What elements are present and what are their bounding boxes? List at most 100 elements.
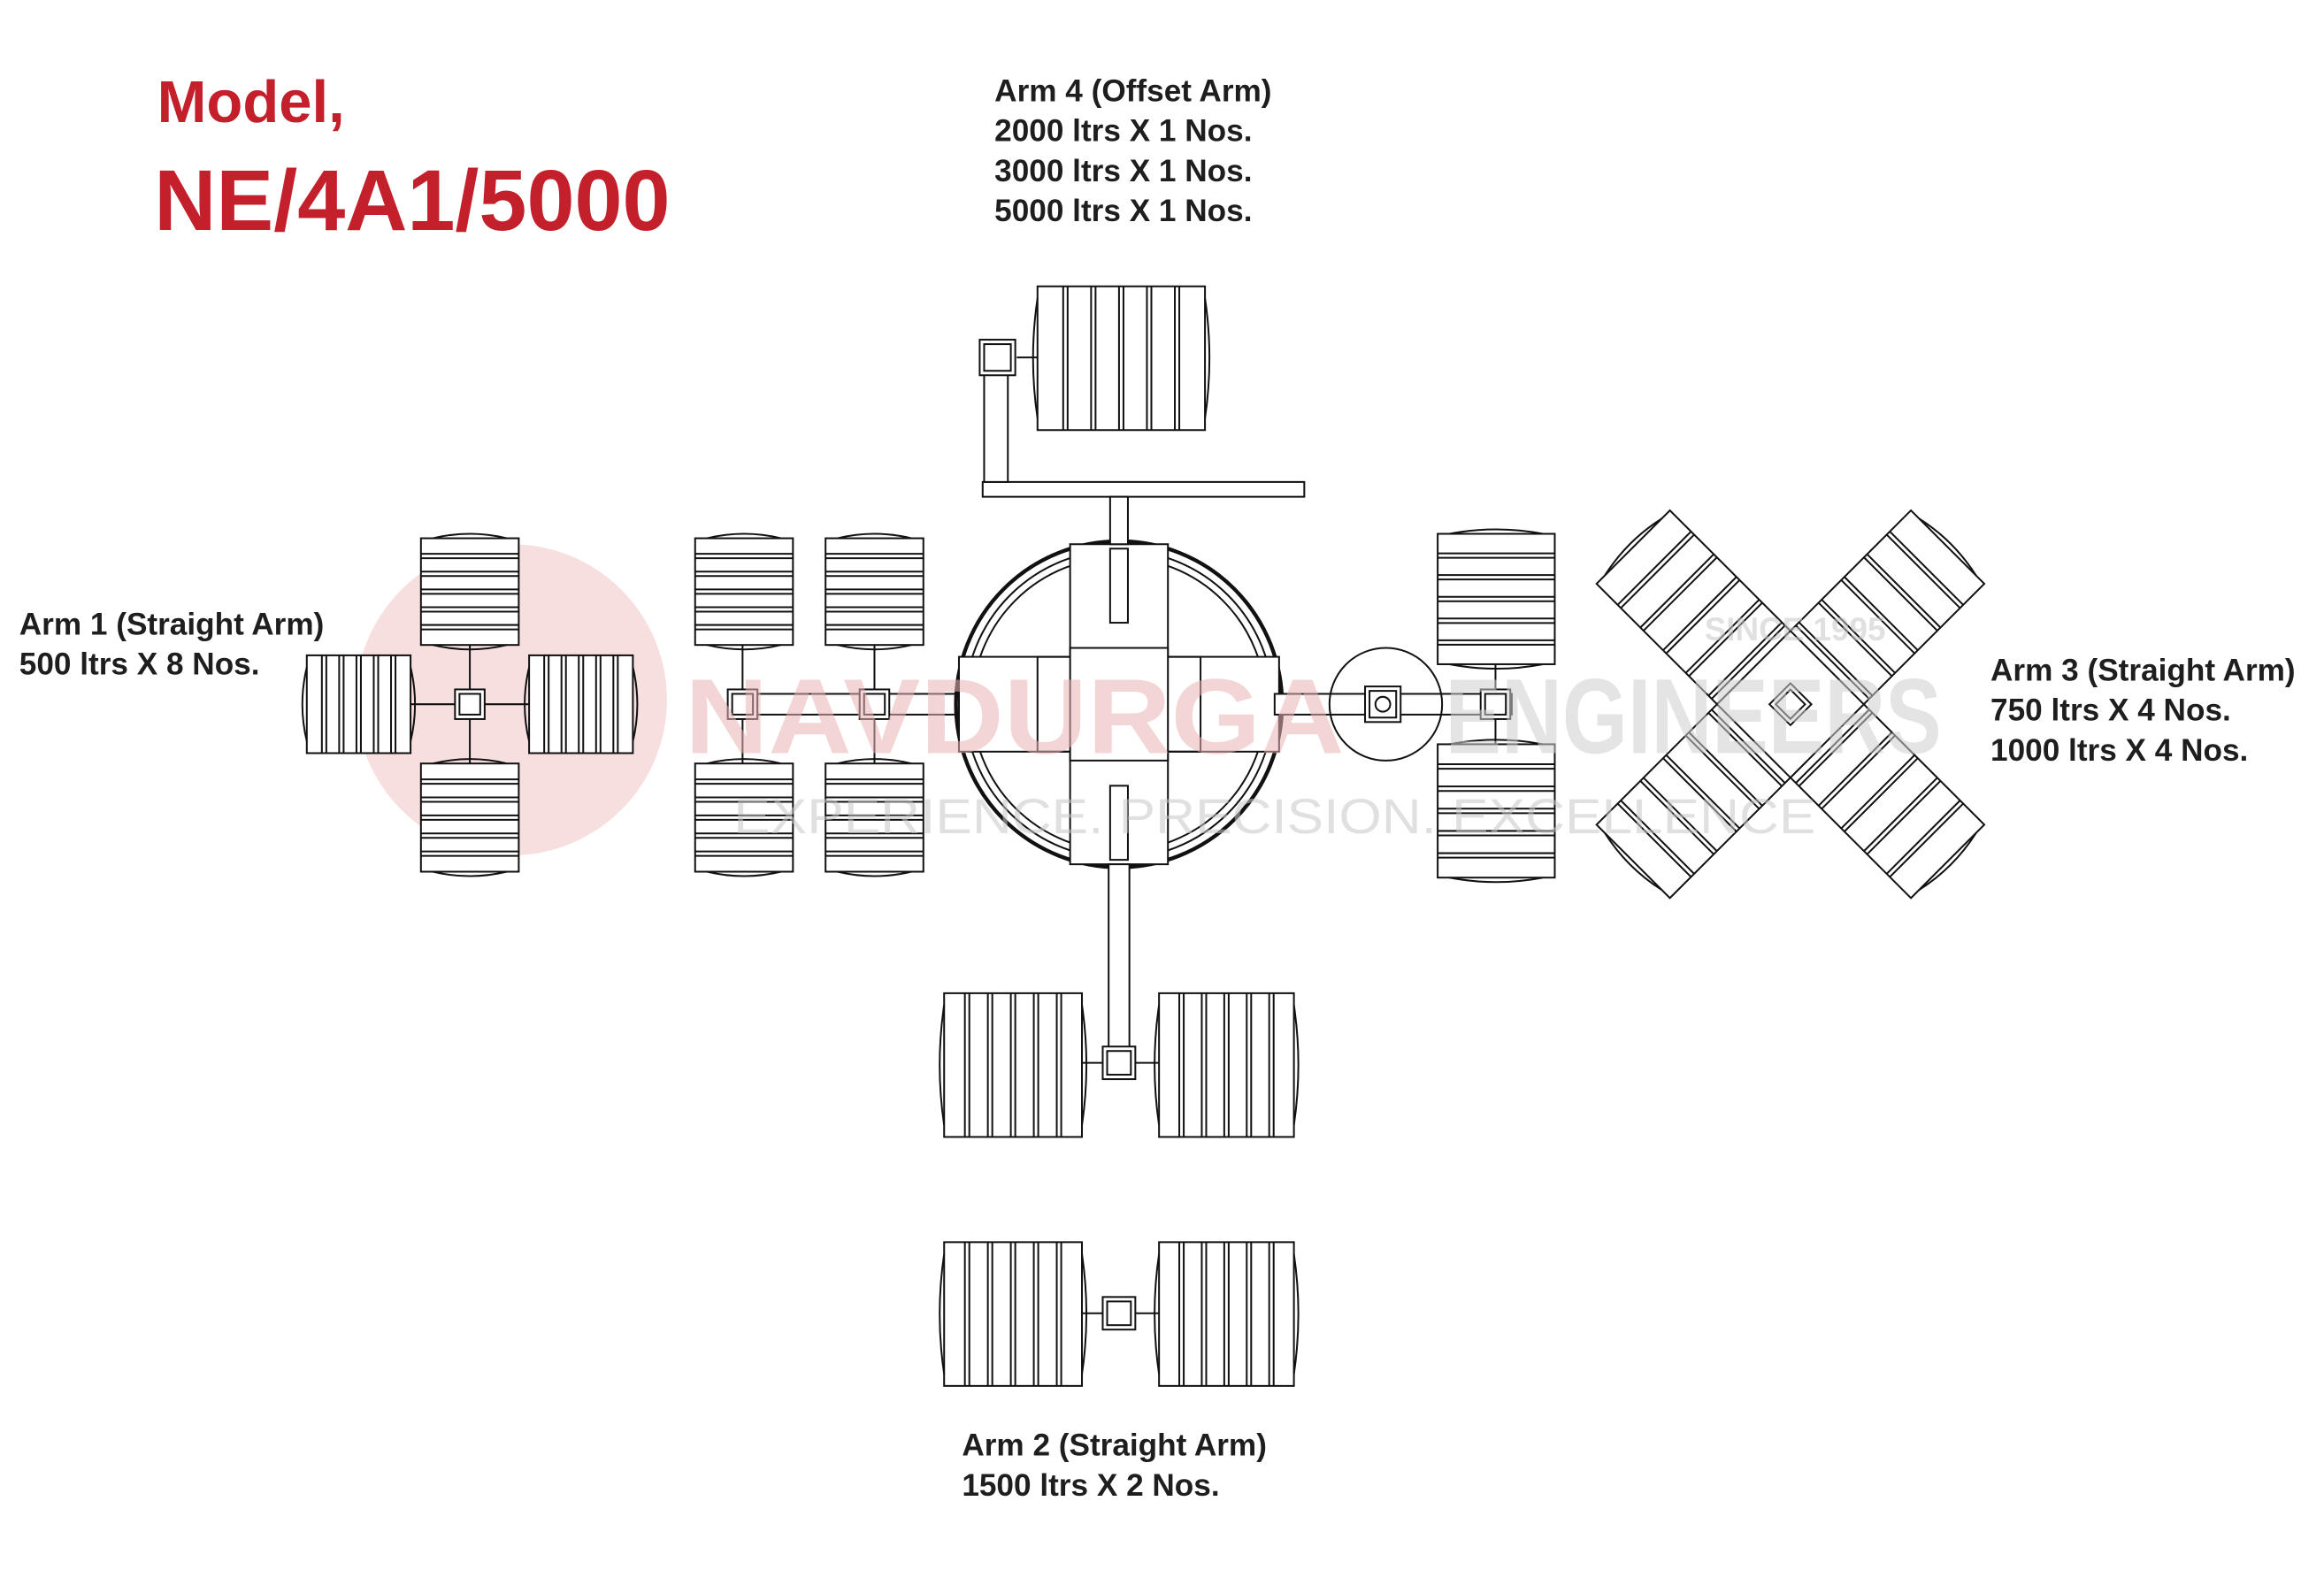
tank-cap xyxy=(1604,832,1662,891)
arm1-tank xyxy=(825,758,924,877)
tank-rib xyxy=(1707,712,1783,787)
tank-body xyxy=(1158,1241,1295,1387)
tank-body xyxy=(305,654,412,754)
tank-cap xyxy=(1292,1253,1300,1375)
arm2-hub xyxy=(1101,1045,1137,1081)
tank-rib xyxy=(1620,533,1695,609)
tank-cap xyxy=(432,870,508,877)
arm3-x-hub-inner xyxy=(1774,688,1806,721)
tank-rib xyxy=(1863,777,1938,852)
tank-cap xyxy=(1919,517,1977,577)
tank-cap xyxy=(1604,517,1662,577)
tank-rib xyxy=(1889,802,1964,878)
tank-body xyxy=(419,537,520,647)
carousel-center-box xyxy=(1069,647,1170,762)
tank-cap xyxy=(1919,832,1977,891)
tank-cap xyxy=(706,758,782,765)
arm1-cluster-tank-right xyxy=(524,654,639,754)
tank-rib xyxy=(1684,599,1760,674)
tank-rib xyxy=(1620,800,1695,875)
tank-rib xyxy=(1665,579,1741,655)
arm2-tank-right xyxy=(1154,992,1300,1138)
tank-cap xyxy=(1204,297,1211,418)
arm3-label: Arm 3 (Straight Arm) 750 ltrs X 4 Nos. 1… xyxy=(1990,653,2304,767)
watermark-brand-red: NAVDURGA xyxy=(685,656,1345,776)
tank-cap xyxy=(410,667,417,742)
arm3-motor-hub-inner xyxy=(1369,690,1398,719)
arm3-motor-hub-center xyxy=(1374,695,1392,713)
tank-cap xyxy=(837,870,912,877)
tank-rib xyxy=(1639,553,1714,629)
arm1-tank xyxy=(694,532,794,651)
tank-cap xyxy=(1154,1005,1161,1126)
tank-rib xyxy=(1707,621,1783,697)
tank-rib xyxy=(1639,780,1714,855)
tank-rib xyxy=(1866,780,1942,855)
model-label: Model, xyxy=(157,69,345,135)
tank-cap xyxy=(1292,1005,1300,1126)
tank-rib xyxy=(1840,754,1915,830)
arm2-alt-tank-left xyxy=(939,1241,1088,1387)
tank-rib xyxy=(1662,576,1737,651)
arm3-motor-hub xyxy=(1364,685,1402,724)
tank-body xyxy=(825,762,924,873)
tank-cap xyxy=(706,644,782,651)
arm2-alt-tank-right xyxy=(1154,1241,1300,1387)
carousel-frame-detail xyxy=(1036,655,1202,753)
tank-body xyxy=(1437,743,1556,879)
tank-cap xyxy=(837,644,912,651)
arm4-hub-inner xyxy=(983,343,1012,372)
tank-rib xyxy=(1662,757,1737,832)
arm4-link xyxy=(1108,495,1129,546)
arm1-cluster-tank-left xyxy=(301,654,417,754)
tank-rib xyxy=(1643,556,1718,632)
tank-rib xyxy=(1643,777,1718,852)
arm4-tank xyxy=(1032,285,1211,432)
tank-rib xyxy=(1817,731,1893,807)
arm1-cluster-tank-top xyxy=(419,532,520,651)
arm3-tank-bottom xyxy=(1437,739,1556,884)
model-code: NE/4A1/5000 xyxy=(154,152,670,249)
tank-rib xyxy=(1711,708,1786,784)
arm3-tank-top xyxy=(1437,528,1556,670)
tank-rib xyxy=(1795,708,1870,784)
arm1-cluster-tank-bottom xyxy=(419,758,520,877)
arm4-shaft xyxy=(1108,548,1129,624)
arm4-offset-post xyxy=(983,362,1009,483)
arm4-label: Arm 4 (Offset Arm) 2000 ltrs X 1 Nos. 30… xyxy=(994,73,1280,228)
tank-cap xyxy=(301,667,308,742)
arm2-beam xyxy=(1108,863,1131,1051)
machine-drawing xyxy=(301,285,1986,1387)
tank-rib xyxy=(1844,757,1919,832)
tank-rib xyxy=(1885,533,1961,609)
tank-body xyxy=(825,537,924,647)
watermark: NAVDURGA ENGINEERS EXPERIENCE. PRECISION… xyxy=(685,611,1942,844)
tank-rib xyxy=(1616,531,1692,606)
tank-rib xyxy=(1684,734,1760,810)
tank-cap xyxy=(1081,1005,1088,1126)
tank-cap xyxy=(1449,877,1544,884)
tank-cap xyxy=(837,758,912,765)
watermark-since: SINCE 1995 xyxy=(1705,611,1886,647)
tank-rib xyxy=(1821,599,1896,674)
tank-body xyxy=(528,654,634,754)
tank-rib xyxy=(1798,712,1874,787)
arm4-hub xyxy=(978,339,1016,377)
arm1-tank xyxy=(825,532,924,651)
arm1-hub-inner xyxy=(731,693,755,716)
tank-rib xyxy=(1798,621,1874,697)
tank-cap xyxy=(1032,297,1039,418)
tank-body xyxy=(1437,532,1556,665)
tank-cap xyxy=(632,667,639,742)
tank-rib xyxy=(1840,579,1915,655)
tank-rib xyxy=(1889,531,1964,606)
arm1-tank xyxy=(694,758,794,877)
tank-cap xyxy=(939,1005,946,1126)
tank-rib xyxy=(1688,731,1763,807)
tank-cap xyxy=(524,667,531,742)
arm1-cluster-hub-inner xyxy=(458,693,481,716)
tank-body xyxy=(943,1241,1084,1387)
tank-cap xyxy=(1154,1253,1161,1375)
tank-rib xyxy=(1844,576,1919,651)
